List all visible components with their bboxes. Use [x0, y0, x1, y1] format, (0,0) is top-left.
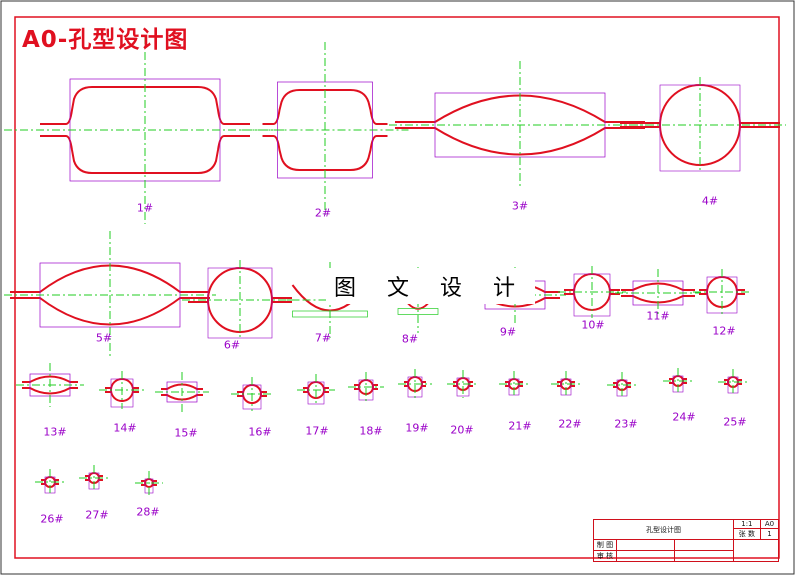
profile-label: 11# — [646, 309, 670, 323]
profile-label: 8# — [401, 332, 419, 346]
profile-label: 3# — [511, 199, 529, 213]
drawing-name: 孔型设计图 — [593, 519, 734, 540]
profile-label: 13# — [43, 425, 67, 439]
watermark: 图 文 设 计 — [326, 268, 535, 304]
profile-label: 16# — [248, 425, 272, 439]
profile-label: 28# — [136, 505, 160, 519]
drawing-border — [14, 16, 780, 559]
profile-label: 12# — [712, 324, 736, 338]
pass-flanges — [699, 289, 745, 295]
pass-flanges — [453, 381, 473, 387]
pass-profile-bottom — [395, 127, 645, 156]
profile-label: 15# — [174, 426, 198, 440]
profile-label: 17# — [305, 424, 329, 438]
sheets-count: 1 — [759, 528, 780, 540]
pass-flanges — [724, 379, 742, 385]
pass-flanges — [404, 381, 426, 387]
pass-flanges — [188, 297, 292, 303]
scale: 1:1 — [732, 519, 761, 529]
pass-profile-bottom — [10, 297, 210, 326]
pass-profile-bottom — [40, 135, 250, 174]
pass-flanges — [303, 387, 329, 393]
pass-flanges — [613, 382, 631, 388]
pass-flanges — [620, 122, 780, 128]
pass-flanges — [669, 378, 687, 384]
profile-label: 22# — [558, 417, 582, 431]
pass-flanges — [41, 479, 59, 485]
profile-label: 24# — [672, 410, 696, 424]
pass-flanges — [564, 289, 620, 295]
profile-label: 10# — [581, 318, 605, 332]
profile-label: 26# — [40, 512, 64, 526]
profile-label: 7# — [314, 331, 332, 345]
pass-flanges — [237, 391, 267, 397]
checked-label: 审 核 — [593, 550, 617, 562]
profile-label: 27# — [85, 508, 109, 522]
profile-label: 5# — [95, 331, 113, 345]
profile-label: 9# — [499, 325, 517, 339]
profile-label: 18# — [359, 424, 383, 438]
pass-flanges — [505, 381, 523, 387]
profile-label: 20# — [450, 423, 474, 437]
paper-size: A0 — [759, 519, 780, 529]
drawn-label: 制 图 — [593, 539, 617, 551]
sheets-label: 张 数 — [732, 528, 761, 540]
profile-label: 21# — [508, 419, 532, 433]
profile-label: 4# — [701, 194, 719, 208]
profile-label: 14# — [113, 421, 137, 435]
profile-label: 19# — [405, 421, 429, 435]
pass-flanges — [85, 475, 103, 481]
title-block: 孔型设计图 1:1 A0 张 数 1 制 图 审 核 — [593, 519, 780, 562]
pass-flanges — [354, 384, 378, 390]
profile-label: 1# — [136, 201, 154, 215]
pass-flanges — [557, 381, 575, 387]
profile-label: 2# — [314, 206, 332, 220]
pass-flanges — [105, 387, 139, 393]
profile-label: 23# — [614, 417, 638, 431]
profile-label: 25# — [723, 415, 747, 429]
profile-label: 6# — [223, 338, 241, 352]
drawing-title: A0-孔型设计图 — [22, 27, 189, 53]
pass-flanges — [141, 480, 157, 486]
dimension-lines — [397, 308, 439, 315]
